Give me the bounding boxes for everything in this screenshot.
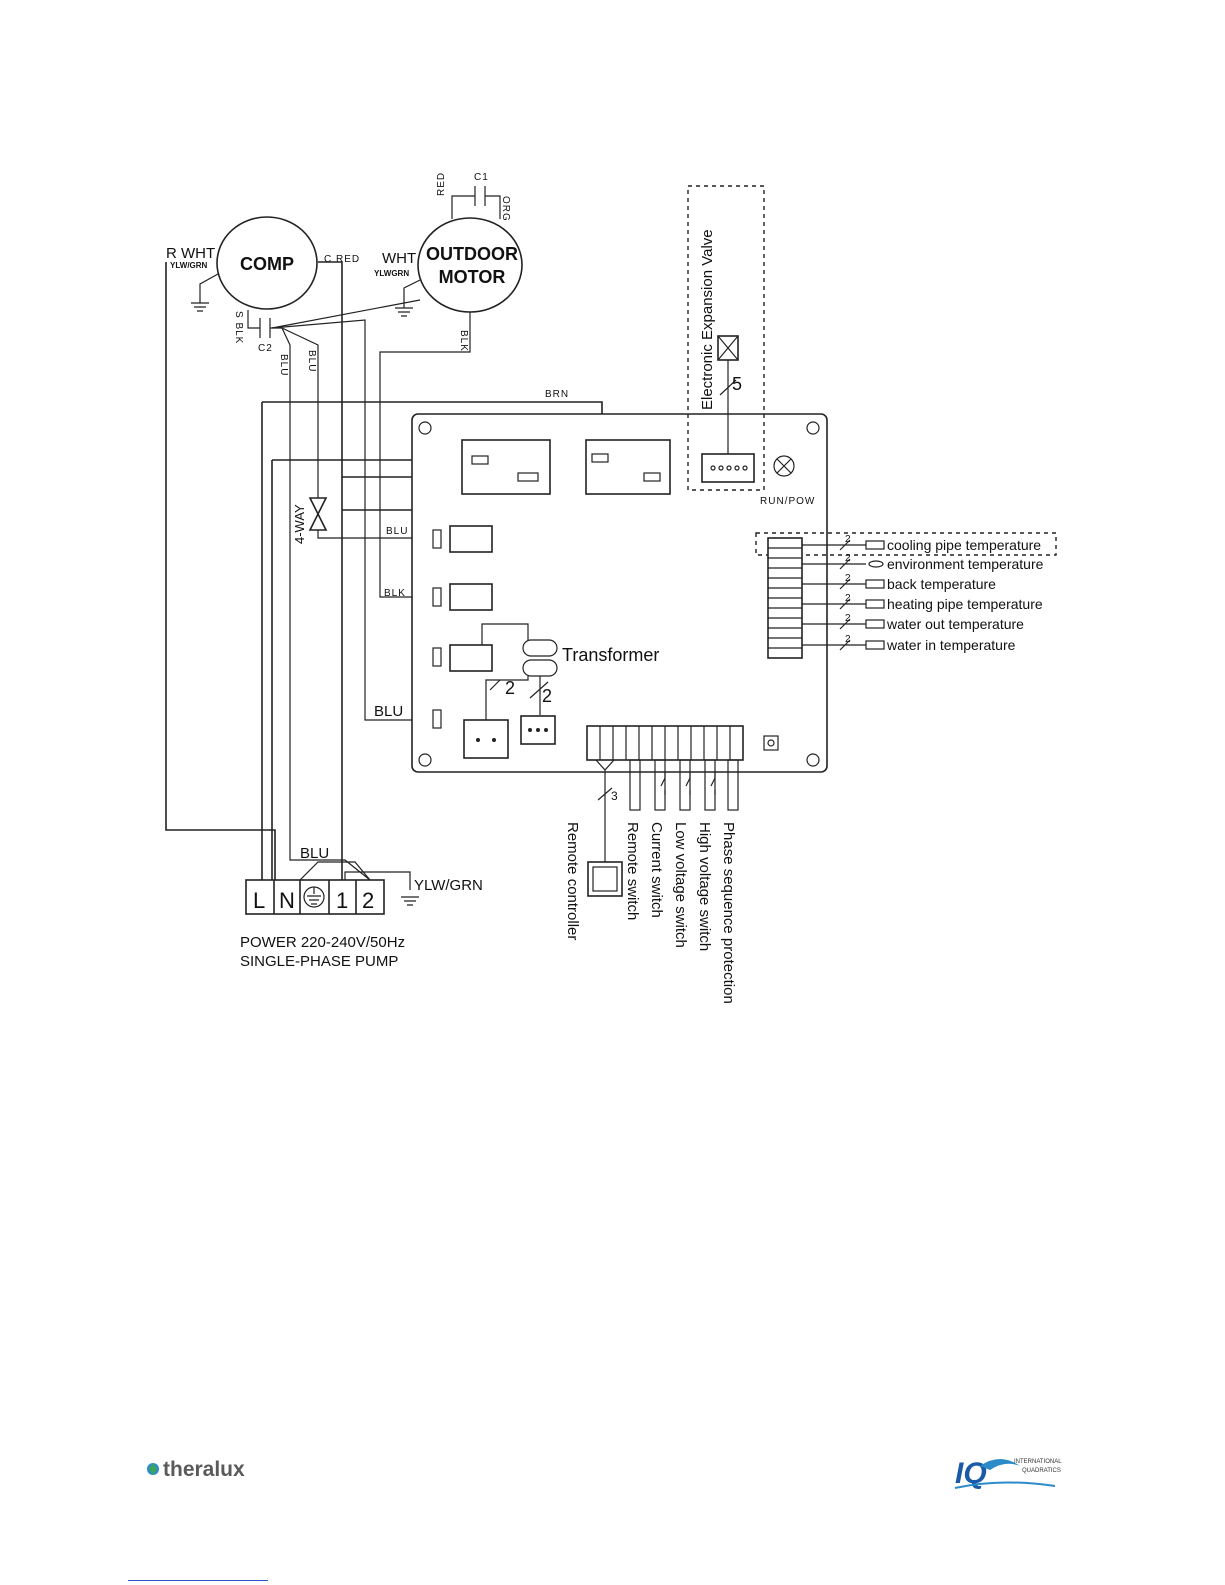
terminal-l: L <box>253 888 265 913</box>
sensor-label: water in temperature <box>886 637 1016 653</box>
wire-label-r-wht: R WHT <box>166 245 215 262</box>
wire-label-blk-relay: BLK <box>384 588 406 599</box>
sensor-probe-icon <box>865 619 885 629</box>
wire-label-c-red: C RED <box>324 254 360 265</box>
transformer: Transformer <box>522 639 659 677</box>
sensor-row: 2 heating pipe temperature <box>802 593 1043 612</box>
terminal-n: N <box>279 888 295 913</box>
wire-label-blu-4way: BLU <box>306 350 317 372</box>
theralux-logo: theralux <box>147 1458 245 1481</box>
sensor-row: 2 water out temperature <box>802 613 1024 632</box>
motor-label-2: MOTOR <box>439 267 506 287</box>
power-label-1: POWER 220-240V/50Hz <box>240 934 405 951</box>
wire-label-org: ORG <box>500 196 511 222</box>
ground-icon <box>395 279 421 317</box>
wire-label-ylwgrn-motor: YLWGRN <box>374 269 409 278</box>
wire-label-blu-lower: BLU <box>374 703 403 720</box>
wire-label-brn-top: BRN <box>545 389 569 400</box>
sensor-wire-count: 2 <box>845 534 851 545</box>
theralux-logo-text: theralux <box>163 1458 245 1481</box>
count-5: 5 <box>732 374 742 394</box>
sensor-row: 2 back temperature <box>802 573 996 592</box>
sensor-block <box>755 532 1057 659</box>
sensor-row: 2 environment temperature <box>802 553 1044 572</box>
sensor-probe-icon <box>868 560 884 568</box>
switch-lead: Remote controller <box>564 822 581 940</box>
terminal-1: 1 <box>336 888 348 913</box>
switch-lead: Phase sequence protection <box>720 759 739 1004</box>
switch-lead: Remote switch <box>624 759 641 920</box>
ground-icon <box>191 273 219 312</box>
iq-logo-text-1: INTERNATIONAL <box>1014 1459 1062 1465</box>
remote-controller: 3 <box>587 759 623 897</box>
wire-label-wht: WHT <box>382 250 416 267</box>
sensor-row: 2 water in temperature <box>802 634 1016 653</box>
count-2-trans-a: 2 <box>505 678 515 698</box>
sensor-wire-count: 2 <box>845 553 851 564</box>
run-pow-label: RUN/POW <box>760 496 815 507</box>
sensor-probe-icon <box>865 640 885 650</box>
footer-rule <box>128 1580 268 1581</box>
eev-label: Electronic Expansion Valve <box>699 229 716 410</box>
sensor-label: environment temperature <box>887 556 1044 572</box>
sensor-wire-count: 2 <box>845 593 851 604</box>
compressor: COMP <box>216 216 318 310</box>
wire-label-ylw-grn-terminal: YLW/GRN <box>414 877 483 894</box>
wire-label-blu-valve: BLU <box>386 526 408 537</box>
control-board: Transformer 2 2 RUN/POW <box>411 413 828 773</box>
power-label-2: SINGLE-PHASE PUMP <box>240 953 398 970</box>
wire-label-ylw-grn-comp: YLW/GRN <box>170 261 208 270</box>
switch-label: High voltage switch <box>696 822 713 951</box>
sensor-label: heating pipe temperature <box>887 596 1043 612</box>
c1-label: C1 <box>474 172 489 183</box>
capacitor-c2: C2 <box>247 310 282 354</box>
outdoor-motor: OUTDOOR MOTOR <box>417 217 523 313</box>
sensor-probe-icon <box>865 540 885 550</box>
motor-label-1: OUTDOOR <box>426 244 518 264</box>
wire-label-blk-motor: BLK <box>458 330 469 352</box>
wire-label-blu-terminal: BLU <box>300 845 329 862</box>
four-way-label: 4-WAY <box>292 504 307 544</box>
sensor-label: back temperature <box>887 576 996 592</box>
four-way-valve: 4-WAY <box>292 497 328 544</box>
sensor-label: water out temperature <box>886 616 1024 632</box>
sensor-probe-icon <box>865 579 885 589</box>
compressor-label: COMP <box>240 254 294 274</box>
switch-lead: Current switch <box>648 759 666 918</box>
wire-label-s-blk: S BLK <box>233 311 244 344</box>
terminal-block: L N 1 2 <box>245 879 385 915</box>
iq-logo-text-2: QUADRATICS <box>1022 1468 1061 1474</box>
ground-icon <box>401 896 419 906</box>
eev-region: 5 Electronic Expansion Valve <box>687 185 765 491</box>
switch-label: Remote controller <box>564 822 581 940</box>
sensor-probe-icon <box>865 599 885 609</box>
ground-icon <box>303 886 325 908</box>
sensor-wire-count: 2 <box>845 613 851 624</box>
iq-logo: IQ INTERNATIONAL QUADRATICS <box>954 1457 1062 1490</box>
switch-lead: High voltage switch <box>696 759 716 951</box>
count-2-trans-b: 2 <box>542 686 552 706</box>
terminal-2: 2 <box>362 888 374 913</box>
wire-label-red-c1: RED <box>436 172 447 196</box>
switch-label: Low voltage switch <box>672 822 689 948</box>
capacitor-c1: C1 RED ORG <box>436 172 511 222</box>
switch-label: Remote switch <box>624 822 641 920</box>
switch-label: Phase sequence protection <box>720 822 737 1004</box>
count-3: 3 <box>611 789 619 803</box>
switch-label: Current switch <box>648 822 665 918</box>
c2-label: C2 <box>258 343 273 354</box>
transformer-label: Transformer <box>562 645 659 665</box>
switch-lead: Low voltage switch <box>672 759 691 948</box>
sensor-wire-count: 2 <box>845 573 851 584</box>
run-pow-lamp: RUN/POW <box>760 455 815 507</box>
wire-label-blu-c2: BLU <box>278 354 289 376</box>
sensor-label: cooling pipe temperature <box>887 537 1041 553</box>
sensor-row: 2 cooling pipe temperature <box>802 534 1041 553</box>
sensor-wire-count: 2 <box>845 634 851 645</box>
